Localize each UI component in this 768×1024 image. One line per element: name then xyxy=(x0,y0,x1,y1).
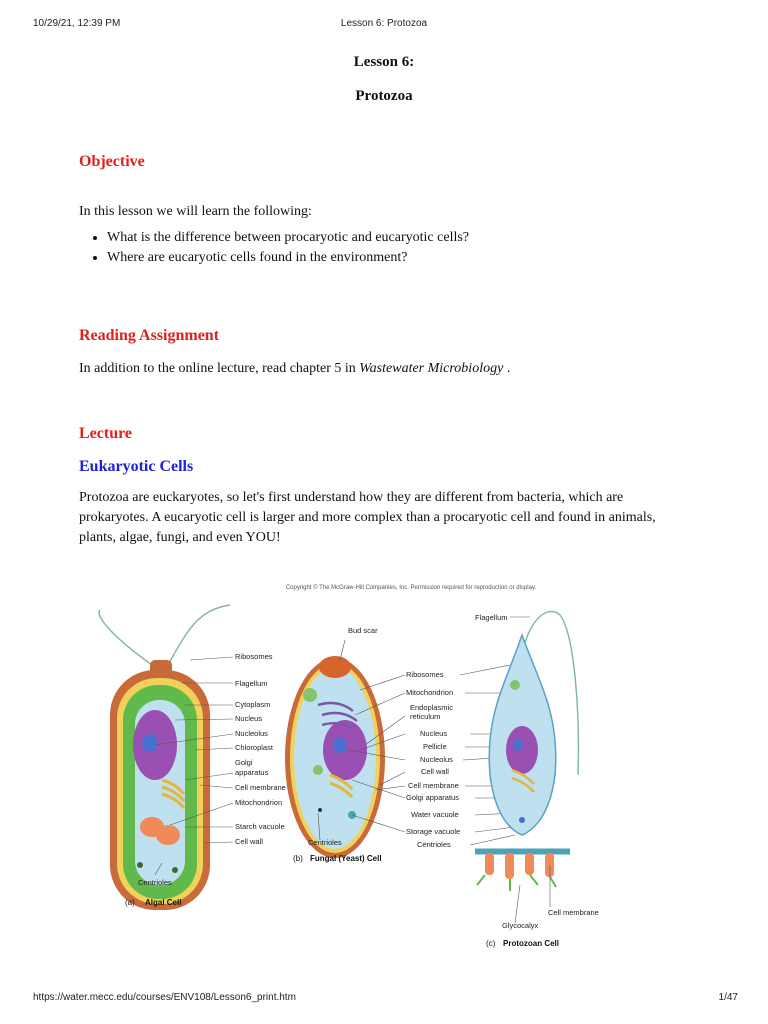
protozoan-caption-letter: (c) xyxy=(486,939,496,948)
algal-cell-illustration xyxy=(99,605,230,910)
label-reticulum: reticulum xyxy=(410,712,440,721)
label-centrioles-algal: Centrioles xyxy=(138,878,172,887)
label-apparatus: apparatus xyxy=(235,768,269,777)
list-item: Where are eucaryotic cells found in the … xyxy=(107,248,469,268)
label-water-vacuole: Water vacuole xyxy=(411,810,459,819)
label-golgi-apparatus-shared: Golgi apparatus xyxy=(406,793,459,802)
objective-list: What is the difference between procaryot… xyxy=(79,228,469,268)
label-mitochondrion-shared: Mitochondrion xyxy=(406,688,453,697)
lesson-number: Lesson 6: xyxy=(0,54,768,71)
print-footer-url[interactable]: https://water.mecc.edu/courses/ENV108/Le… xyxy=(33,992,296,1003)
reading-text: In addition to the online lecture, read … xyxy=(79,359,510,379)
fungal-caption-letter: (b) xyxy=(293,854,303,863)
label-nucleus-shared: Nucleus xyxy=(420,729,447,738)
algal-caption: Algal Cell xyxy=(145,898,181,907)
label-cell-membrane-shared: Cell membrane xyxy=(408,781,459,790)
label-golgi: Golgi xyxy=(235,758,253,767)
label-cell-wall: Cell wall xyxy=(235,837,263,846)
reading-text-before: In addition to the online lecture, read … xyxy=(79,361,359,376)
cell-membrane-closeup xyxy=(475,850,570,891)
label-pellicle: Pellicle xyxy=(423,742,447,751)
label-storage-vacuole: Storage vacuole xyxy=(406,827,460,836)
label-cytoplasm: Cytoplasm xyxy=(235,700,270,709)
paragraph-line: Protozoa are euckaryotes, so let's first… xyxy=(79,488,656,508)
reading-heading: Reading Assignment xyxy=(79,327,219,345)
paragraph-line: prokaryotes. A eucaryotic cell is larger… xyxy=(79,508,656,528)
lecture-paragraph: Protozoa are euckaryotes, so let's first… xyxy=(79,488,656,548)
label-starch-vacuole: Starch vacuole xyxy=(235,822,285,831)
figure-copyright: Copyright © The McGraw-Hill Companies, I… xyxy=(0,585,752,591)
label-nucleolus: Nucleolus xyxy=(235,729,268,738)
protozoan-cell-illustration xyxy=(489,611,578,835)
objective-heading: Objective xyxy=(79,153,145,171)
list-item: What is the difference between procaryot… xyxy=(107,228,469,248)
cell-comparison-figure: Ribosomes Flagellum Cytoplasm Nucleus Nu… xyxy=(90,595,690,960)
print-page-title: Lesson 6: Protozoa xyxy=(0,18,768,29)
label-cell-membrane: Cell membrane xyxy=(235,783,286,792)
protozoan-caption: Protozoan Cell xyxy=(503,939,559,948)
print-page-number: 1/47 xyxy=(719,992,738,1003)
label-chloroplast: Chloroplast xyxy=(235,743,274,752)
label-mitochondrion: Mitochondrion xyxy=(235,798,282,807)
algal-caption-letter: (a) xyxy=(125,898,135,907)
eukaryotic-heading: Eukaryotic Cells xyxy=(79,458,193,476)
objective-intro: In this lesson we will learn the followi… xyxy=(79,202,312,222)
label-glycocalyx: Glycocalyx xyxy=(502,921,539,930)
fungal-caption: Fungal (Yeast) Cell xyxy=(310,854,382,863)
book-title: Wastewater Microbiology xyxy=(359,361,503,376)
reading-text-after: . xyxy=(503,361,510,376)
label-nucleus: Nucleus xyxy=(235,714,262,723)
lecture-heading: Lecture xyxy=(79,425,132,443)
label-bud-scar: Bud scar xyxy=(348,626,378,635)
fungal-cell-illustration xyxy=(285,656,385,858)
label-ribosomes: Ribosomes xyxy=(235,652,273,661)
label-cell-wall-shared: Cell wall xyxy=(421,767,449,776)
label-nucleolus-shared: Nucleolus xyxy=(420,755,453,764)
paragraph-line: plants, algae, fungi, and even YOU! xyxy=(79,528,656,548)
lesson-title: Protozoa xyxy=(0,88,768,105)
label-ribosomes-shared: Ribosomes xyxy=(406,670,444,679)
label-flagellum-protozoan: Flagellum xyxy=(475,613,508,622)
label-centrioles-shared: Centrioles xyxy=(417,840,451,849)
label-flagellum: Flagellum xyxy=(235,679,268,688)
label-cell-membrane-protozoan: Cell membrane xyxy=(548,908,599,917)
label-endoplasmic: Endoplasmic xyxy=(410,703,453,712)
label-centrioles-fungal: Centrioles xyxy=(308,838,342,847)
